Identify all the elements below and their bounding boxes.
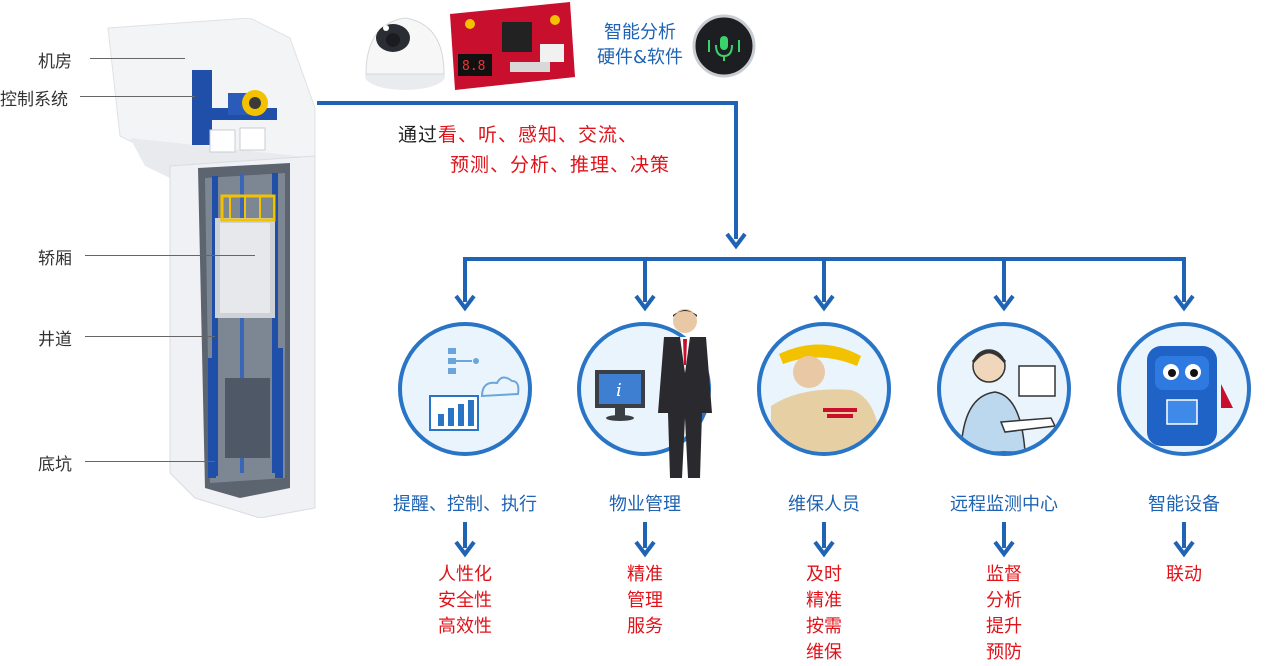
ai-label-line2: 硬件&软件 (596, 47, 684, 68)
call-center-operator-icon (937, 322, 1071, 456)
output-item: 精准 (806, 590, 842, 611)
branch-connector-1 (463, 257, 467, 302)
output-arrow-3 (813, 540, 835, 558)
svg-text:i: i (616, 380, 622, 401)
output-item: 精准 (627, 564, 663, 585)
label-pit: 底坑 (38, 455, 72, 475)
output-item: 提升 (986, 616, 1022, 637)
branch-outputs-4: 监督 分析 提升 预防 (944, 562, 1064, 666)
output-connector-1 (463, 522, 467, 548)
branch-connector-4 (1002, 257, 1006, 302)
output-connector-3 (822, 522, 826, 548)
output-arrow-2 (634, 540, 656, 558)
branch-outputs-1: 人性化 安全性 高效性 (405, 562, 525, 640)
businessman-figure (658, 309, 712, 478)
branch-arrow-1 (454, 294, 476, 312)
leader-hoistway (85, 336, 215, 337)
branch-connector-2 (643, 257, 647, 302)
output-item: 安全性 (438, 590, 492, 611)
leader-car (85, 255, 255, 256)
intro-prefix: 通过 (398, 124, 439, 146)
branch-arrow-2 (634, 294, 656, 312)
branch-outputs-2: 精准 管理 服务 (585, 562, 705, 640)
intro-line1: 看、听、感知、交流、 (438, 124, 639, 146)
label-control-system: 控制系统 (0, 90, 68, 110)
branch-arrow-5 (1173, 294, 1195, 312)
output-item: 服务 (627, 616, 663, 637)
output-item: 高效性 (438, 616, 492, 637)
output-item: 维保 (806, 642, 842, 663)
flow-line-horizontal-top (317, 101, 738, 105)
output-arrow-5 (1173, 540, 1195, 558)
camera-icon (365, 17, 445, 90)
leader-pit (85, 461, 215, 462)
ai-label-line1: 智能分析 (604, 22, 676, 43)
branch-title-5: 智能设备 (1148, 494, 1220, 515)
arrow-down-icon (725, 232, 747, 250)
output-item: 分析 (986, 590, 1022, 611)
output-item: 联动 (1166, 564, 1202, 585)
output-arrow-4 (993, 540, 1015, 558)
branch-title-2: 物业管理 (609, 494, 681, 515)
branch-title-1: 提醒、控制、执行 (393, 494, 537, 515)
leader-machine-room (90, 58, 185, 59)
svg-text:8.8: 8.8 (462, 59, 485, 74)
label-machine-room: 机房 (38, 52, 72, 72)
branch-connector-3 (822, 257, 826, 302)
leader-control-system (80, 96, 195, 97)
branch-arrow-4 (993, 294, 1015, 312)
output-item: 人性化 (438, 564, 492, 585)
output-item: 预防 (986, 642, 1022, 663)
branch-title-3: 维保人员 (788, 494, 860, 515)
circuit-board-icon: 8.8 (450, 2, 575, 90)
intro-text: 通过看、听、感知、交流、 预测、分析、推理、决策 (398, 120, 670, 180)
output-connector-5 (1182, 522, 1186, 548)
output-arrow-1 (454, 540, 476, 558)
output-item: 管理 (627, 590, 663, 611)
robot-icon (1117, 322, 1251, 456)
ai-label: 智能分析 硬件&软件 (585, 20, 695, 70)
output-item: 按需 (806, 616, 842, 637)
label-car: 轿厢 (38, 249, 72, 269)
output-connector-2 (643, 522, 647, 548)
branch-connector-5 (1182, 257, 1186, 302)
maintenance-worker-icon (757, 322, 891, 456)
label-hoistway: 井道 (38, 330, 72, 350)
branch-outputs-5: 联动 (1124, 562, 1244, 588)
output-item: 及时 (806, 564, 842, 585)
output-connector-4 (1002, 522, 1006, 548)
flow-line-vertical-main (734, 101, 738, 239)
elevator-shaft-illustration (107, 18, 316, 518)
voice-sensor-icon (692, 14, 756, 78)
branch-title-4: 远程监测中心 (950, 494, 1058, 515)
output-item: 监督 (986, 564, 1022, 585)
branch-arrow-3 (813, 294, 835, 312)
data-cloud-icon (398, 322, 532, 456)
intro-line2: 预测、分析、推理、决策 (450, 154, 671, 176)
branch-outputs-3: 及时 精准 按需 维保 (764, 562, 884, 666)
